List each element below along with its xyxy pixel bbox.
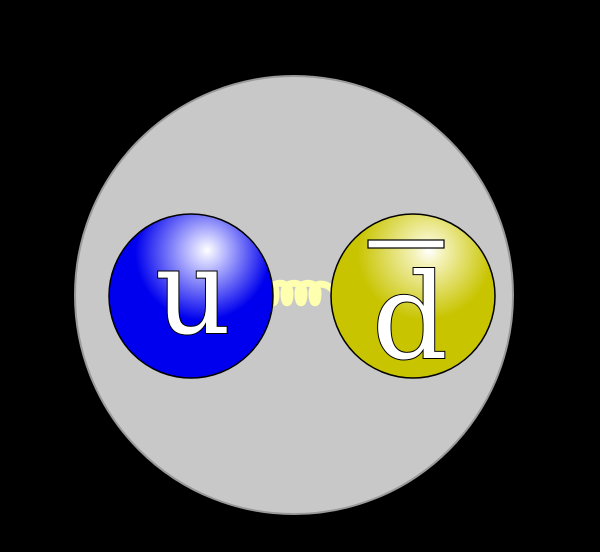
quark-up-sphere — [108, 213, 274, 379]
quark-up-label: u — [155, 223, 231, 361]
quark-up: u — [108, 213, 274, 379]
quark-antidown-sphere — [330, 213, 496, 379]
quark-antidown-label: d — [372, 248, 448, 386]
quark-antidown: d — [330, 213, 496, 387]
antiparticle-bar — [367, 239, 445, 249]
hadron-circle — [74, 75, 514, 515]
